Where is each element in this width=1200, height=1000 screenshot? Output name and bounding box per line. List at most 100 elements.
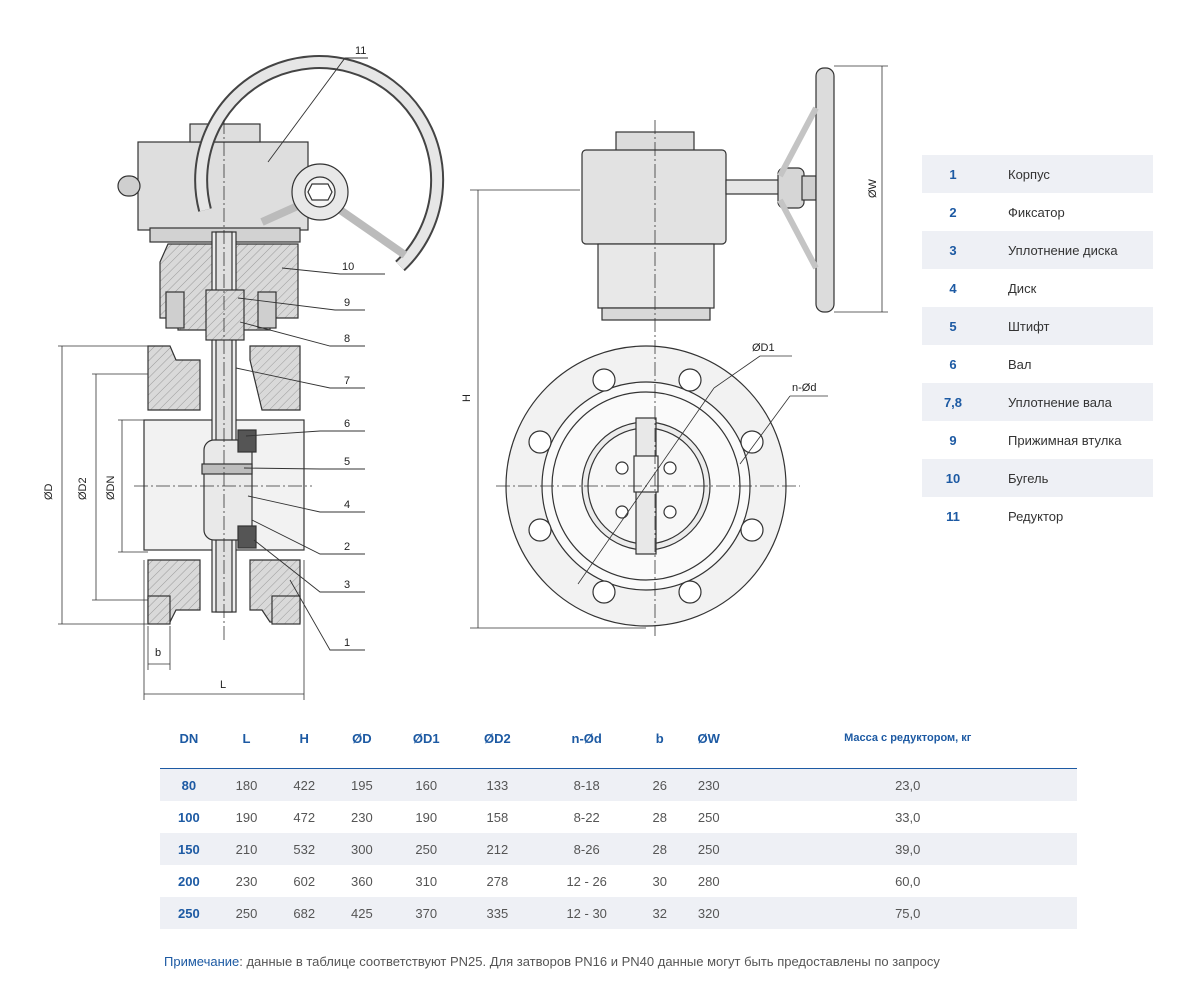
- callout-2: 2: [344, 541, 350, 553]
- right-dimensions: [470, 65, 888, 629]
- legend-row: 4 Диск: [922, 269, 1153, 307]
- table-cell: 310: [415, 873, 438, 889]
- table-cell: 8-22: [573, 809, 600, 825]
- left-dimension-labels: ØD ØD2 ØDN b L: [43, 476, 226, 692]
- dim-od2: ØD2: [77, 477, 89, 500]
- header-mass: Масса с редуктором, кг: [738, 708, 1077, 769]
- legend-number: 4: [949, 280, 957, 296]
- table-cell: 212: [461, 833, 533, 865]
- table-cell: 602: [293, 873, 316, 889]
- table-cell: 28: [652, 809, 667, 825]
- table-cell: 39,0: [738, 833, 1077, 865]
- table-cell: 278: [486, 873, 509, 889]
- legend-label: Диск: [1008, 280, 1037, 296]
- table-cell: 370: [390, 897, 462, 929]
- callout-5: 5: [344, 456, 350, 468]
- side-section-view: [117, 55, 445, 640]
- callout-11: 11: [355, 45, 366, 57]
- legend-label: Вал: [1008, 356, 1032, 372]
- callout-1: 1: [344, 637, 350, 649]
- callout-6: 6: [344, 418, 350, 430]
- table-cell: 250: [390, 833, 462, 865]
- legend-label: Редуктор: [1008, 508, 1064, 524]
- table-note: Примечание: данные в таблице соответству…: [164, 954, 940, 969]
- table-cell: 12 - 30: [532, 897, 641, 929]
- front-view: [496, 67, 835, 636]
- dim-nod: n-Ød: [792, 382, 816, 394]
- table-cell: 190: [415, 809, 438, 825]
- callout-8: 8: [344, 333, 350, 345]
- table-cell: 230: [351, 809, 373, 825]
- table-cell: 472: [293, 809, 316, 825]
- note-label: Примечание: [164, 954, 240, 969]
- table-cell: 12 - 26: [566, 873, 607, 889]
- note-text: : данные в таблице соответствуют PN25. Д…: [239, 954, 940, 969]
- table-cell: 160: [390, 768, 462, 801]
- table-cell: 133: [461, 768, 533, 801]
- legend-label: Корпус: [984, 155, 1153, 193]
- callout-3: 3: [344, 579, 350, 591]
- header-nod: n-Ød: [532, 708, 641, 769]
- dim-od1: ØD1: [752, 342, 775, 354]
- legend-number: 2: [949, 204, 957, 220]
- table-cell: 26: [640, 768, 679, 801]
- dim-b: b: [155, 647, 161, 659]
- legend-row: 2 Фиксатор: [922, 193, 1153, 231]
- table-cell: 300: [333, 833, 391, 865]
- table-cell: 425: [333, 897, 391, 929]
- table-cell: 8-26: [532, 833, 641, 865]
- header-dn: DN: [160, 708, 218, 769]
- row-dn: 200: [177, 873, 200, 889]
- header-ow: ØW: [678, 708, 739, 769]
- table-cell: 230: [235, 873, 258, 889]
- legend-number: 9: [949, 432, 957, 448]
- table-cell: 32: [640, 897, 679, 929]
- header-od1: ØD1: [390, 708, 462, 769]
- table-cell: 320: [678, 897, 739, 929]
- right-dimension-labels: H ØD1 n-Ød ØW: [461, 178, 879, 402]
- table-cell: 8-18: [532, 768, 641, 801]
- legend-number: 11: [946, 508, 960, 524]
- legend-label: Уплотнение вала: [984, 383, 1153, 421]
- legend-row: 6 Вал: [922, 345, 1153, 383]
- header-h: H: [275, 708, 334, 769]
- table-cell: 60,0: [895, 873, 921, 889]
- row-dn: 80: [160, 768, 218, 801]
- table-cell: 190: [235, 809, 258, 825]
- table-cell: 23,0: [738, 768, 1077, 801]
- table-cell: 158: [486, 809, 509, 825]
- dim-ow: ØW: [867, 178, 879, 198]
- table-cell: 280: [697, 873, 720, 889]
- table-cell: 682: [275, 897, 334, 929]
- legend-number: 6: [949, 356, 957, 372]
- row-dn: 250: [160, 897, 218, 929]
- table-cell: 422: [275, 768, 334, 801]
- legend-label: Фиксатор: [1008, 204, 1065, 220]
- legend-label: Уплотнение диска: [984, 231, 1153, 269]
- header-l: L: [217, 708, 276, 769]
- table-cell: 230: [678, 768, 739, 801]
- callout-numbers: 11 10 9 8 7 6 5 4 2 3 1: [342, 45, 366, 649]
- row-dn: 100: [177, 809, 200, 825]
- left-dimensions: [58, 345, 305, 700]
- dim-odn: ØDN: [105, 476, 117, 501]
- callout-leaders: [235, 57, 385, 651]
- table-cell: 30: [652, 873, 667, 889]
- table-cell: 532: [275, 833, 334, 865]
- table-cell: 250: [217, 897, 276, 929]
- table-cell: 28: [640, 833, 679, 865]
- specs-header-row: DN L H ØD ØD1 ØD2 n-Ød b ØW Масса с реду…: [160, 708, 1077, 769]
- legend-row: 11 Редуктор: [922, 497, 1153, 535]
- table-cell: 210: [217, 833, 276, 865]
- header-od: ØD: [333, 708, 391, 769]
- row-dn: 150: [160, 833, 218, 865]
